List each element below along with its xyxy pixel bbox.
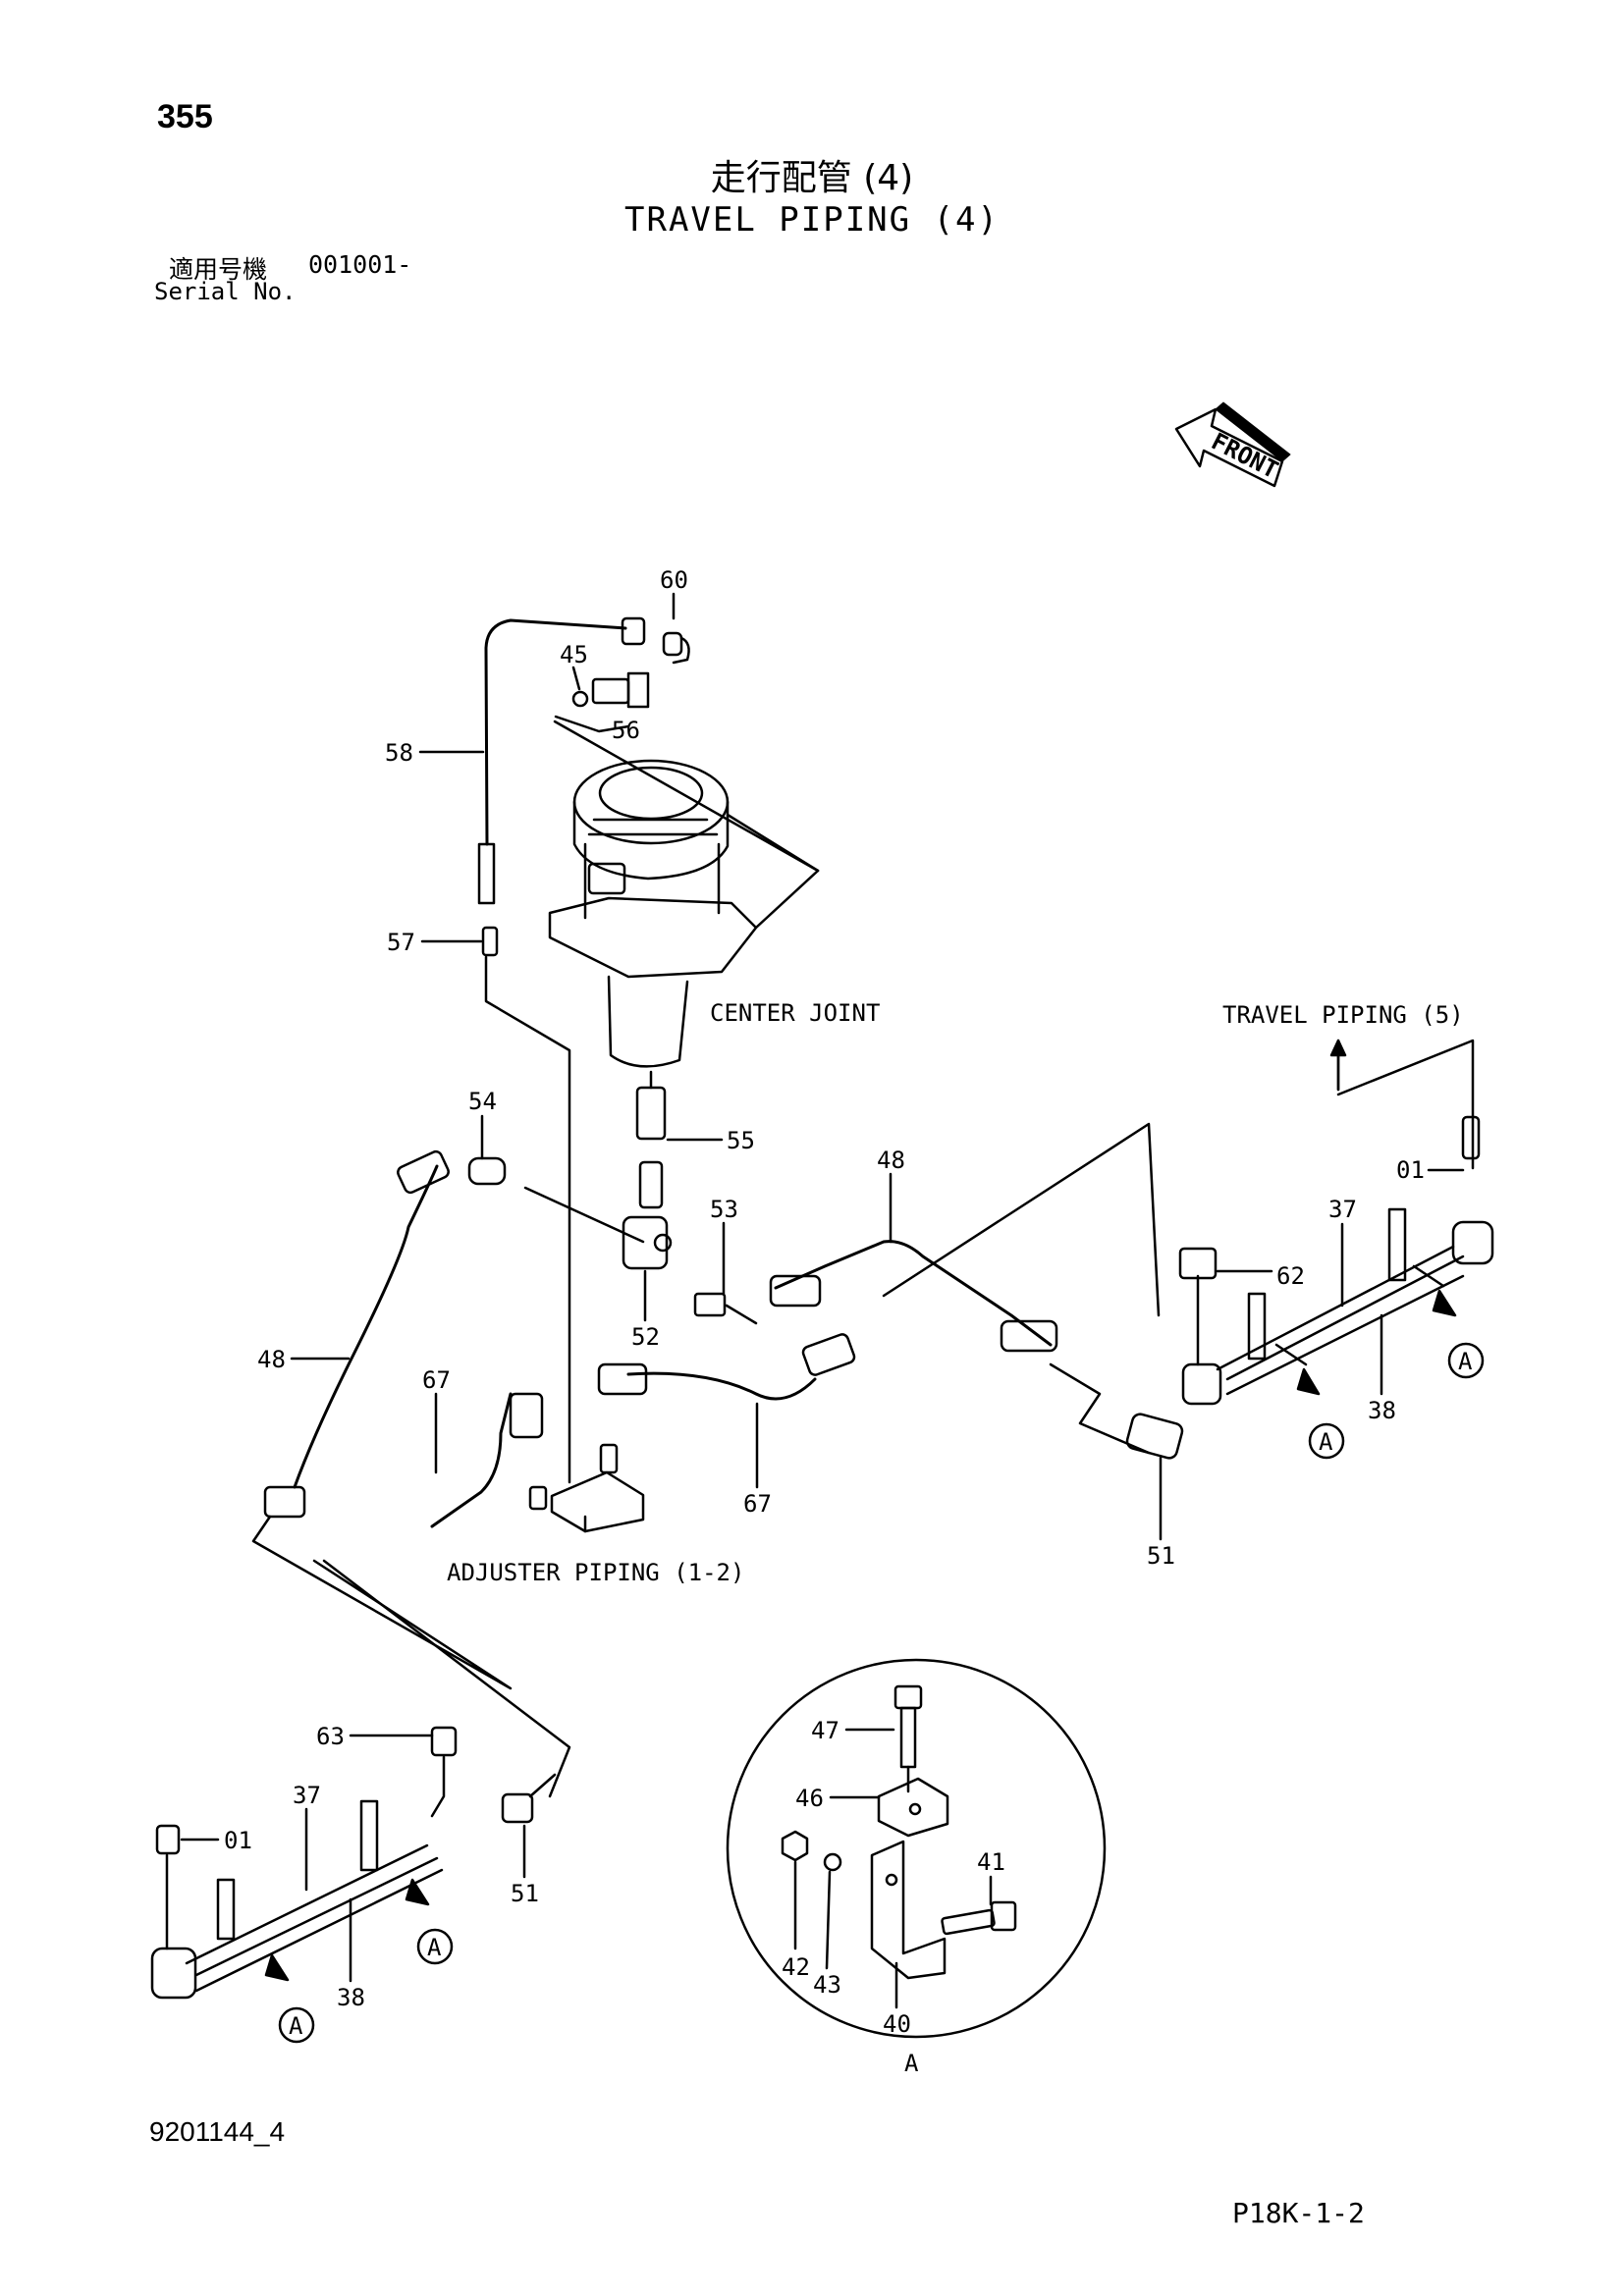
detail-a: A	[726, 1658, 1107, 2077]
serial-number-value: 001001-	[308, 250, 412, 279]
left-rail	[150, 1726, 557, 2000]
hose-48-right-fitting	[1000, 1319, 1058, 1353]
part-62: 62	[1276, 1262, 1305, 1290]
front-arrow: FRONT	[1174, 401, 1291, 488]
leader-57	[484, 955, 571, 1484]
hose-48-right-end	[769, 1274, 822, 1308]
fitting-53	[693, 1292, 727, 1317]
leader-51-left	[322, 1559, 571, 1798]
part-46: 46	[795, 1785, 824, 1812]
part-48-right: 48	[877, 1147, 905, 1174]
center-joint-label: CENTER JOINT	[710, 999, 880, 1027]
part-51-right: 51	[1147, 1542, 1175, 1570]
part-67-center: 67	[743, 1490, 772, 1518]
leader-48-63	[251, 1515, 513, 1690]
hose-58-end	[477, 842, 496, 905]
part-42: 42	[782, 1953, 810, 1981]
part-01-left: 01	[224, 1827, 252, 1854]
hose-48-left-fitting	[263, 1485, 306, 1519]
title-english: TRAVEL PIPING (4)	[624, 200, 1000, 240]
hose-48-left	[293, 1164, 439, 1489]
right-rail	[1125, 1115, 1494, 1460]
ref-a-1: A	[1458, 1348, 1473, 1375]
front-label: FRONT	[1207, 427, 1282, 484]
part-56: 56	[612, 717, 640, 744]
part-48-left: 48	[257, 1346, 286, 1373]
part-43: 43	[813, 1971, 841, 1999]
leader-62	[882, 1122, 1161, 1317]
part-45: 45	[560, 641, 588, 668]
part-53: 53	[710, 1196, 738, 1223]
hose-67-center	[626, 1371, 817, 1401]
part-63: 63	[316, 1723, 345, 1750]
travel-piping-5-label: TRAVEL PIPING (5)	[1222, 1001, 1464, 1029]
callouts: 60 45 56 58 57 54 55 53 48 52 48 67 67 6…	[180, 566, 1465, 2038]
part-54: 54	[468, 1088, 497, 1115]
hose-48-right	[774, 1240, 1053, 1347]
hose-67-right-end	[801, 1333, 856, 1376]
adjuster-piping-label: ADJUSTER PIPING (1-2)	[447, 1559, 744, 1586]
part-67-left: 67	[422, 1366, 451, 1394]
part-01-right: 01	[1396, 1156, 1425, 1184]
hose-58	[484, 618, 627, 846]
fitting-67	[509, 1392, 544, 1439]
part-47: 47	[811, 1717, 839, 1744]
part-37-left: 37	[293, 1782, 321, 1809]
adjuster-block	[528, 1443, 645, 1533]
detail-a-label: A	[904, 2050, 919, 2077]
part-37-right: 37	[1328, 1196, 1357, 1223]
fitting-54	[467, 1156, 507, 1186]
part-55: 55	[727, 1127, 755, 1154]
document-code: 9201144_4	[149, 2116, 286, 2147]
page-number: 355	[157, 98, 213, 135]
ref-a-4: A	[289, 2012, 303, 2040]
part-52: 52	[631, 1323, 660, 1351]
part-60: 60	[660, 566, 688, 594]
serial-label-english: Serial No.	[154, 278, 297, 305]
page-code: P18K-1-2	[1232, 2197, 1365, 2229]
ref-a-2: A	[1319, 1428, 1333, 1456]
part-51-left: 51	[511, 1880, 539, 1907]
hose-48-left-end	[397, 1149, 450, 1195]
part-41: 41	[977, 1848, 1005, 1876]
part-58: 58	[385, 739, 413, 767]
hose-67-left-end	[597, 1362, 648, 1396]
part-40: 40	[883, 2010, 911, 2038]
fitting-55	[622, 1070, 673, 1270]
part-38-left: 38	[337, 1984, 365, 2011]
top-fittings	[554, 616, 690, 733]
fitting-57	[481, 926, 499, 957]
section-ref-circles: A A A A	[264, 1289, 1485, 2044]
leader-51	[1049, 1362, 1151, 1455]
title-japanese: 走行配管 (4)	[710, 158, 914, 198]
center-joint	[548, 759, 820, 1068]
ref-a-3: A	[427, 1934, 442, 1961]
hose-67-left	[430, 1392, 513, 1528]
part-57: 57	[387, 929, 415, 956]
part-38-right: 38	[1368, 1397, 1396, 1424]
leader-56	[553, 720, 820, 873]
serial-label-japanese: 適用号機	[169, 255, 268, 284]
